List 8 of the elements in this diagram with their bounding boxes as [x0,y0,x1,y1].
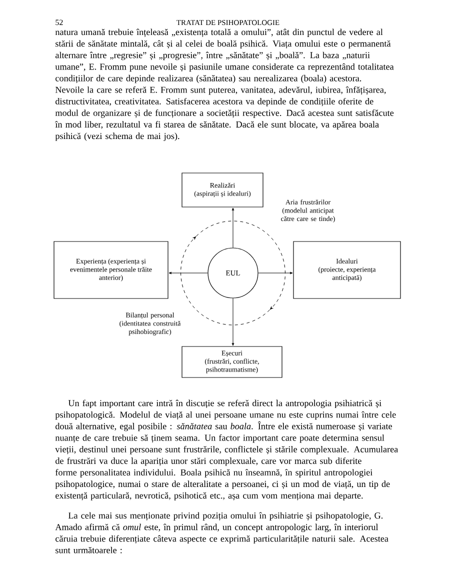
body-paragraph: La cele mai sus menționate privind poziția omului în psihiatrie și psihopatologie, G. Amado afirmă că omul este, în primul rând, un concept antropologic larg, în interiorul căruia trebuie diferențiate câteva aspecte ce exprimă particularitățile naturii sale. Acestea sunt următoarele : [55,512,388,554]
page-number: 52 [56,20,63,26]
arrow [258,272,293,274]
body-paragraph: Un fapt important care intră în discuție se referă direct la antropologia psihiatrică și psihopatologică. Modelul de viață al unei persoane umane nu este cuprins numai între cele două alternative, egal posibile : sănătatea sau boala. Între ele există numeroase și variate nuanțe de care trebuie să ținem seama. Un factor important care poate determina sensul vieții, destinul unei persoane sunt frustrările, conflictele și stările complexuale. Acumularea de frustrări va duce la apariția unor stări complexuale, care vor marca sub diferite forme personalitatea individului. Boala psihică nu înseamnă, în spiritul antropologiei psihopatologice, numai o stare de alteralitate a persoanei, ci și un mod de viață, un tip de existență particulară, nevrotică, psihotică etc., așa cum vom menționa mai departe. [55,400,398,500]
arrow [168,272,208,274]
body-paragraph: natura umană trebuie înțeleasă „existența totală a omului”, atât din punctul de vedere al stării de sănătate mintală, cât și al celei de boală psihică. Viața omului este o permanentă alternare între „regresie” și „progresie”, între „sănătate” și „boală”. La baza „naturii umane”, E. Fromm pune nevoile și pasiunile umane considerate ca reprezentând totalitatea condițiilor de care depinde realizarea (sănătatea) sau nerealizarea (boala) acestora. Nevoile la care se referă E. Fromm sunt puterea, vanitatea, adevărul, iubirea, înfățișarea, distructivitatea, creativitatea. Satisfacerea acestora va depinde de condițiile oferite de modul de organizare și de funcționare a societății respective. Dacă acestea sunt satisfăcute în mod liber, rezultatul va fi starea de sănătate. Dacă ele sunt blocate, va apărea boala psihică (vezi schema de mai jos). [55,28,394,141]
arrow [232,298,234,346]
arrow [232,208,234,248]
